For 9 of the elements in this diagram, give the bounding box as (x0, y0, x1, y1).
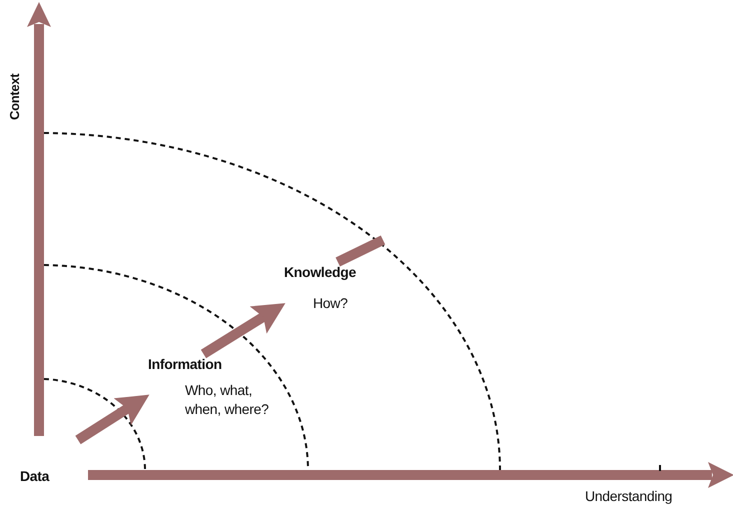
arrow (200, 303, 286, 358)
arrow (75, 394, 150, 444)
axis-label: Context (7, 74, 22, 120)
axis-label: Understanding (585, 488, 672, 504)
stage-heading: Knowledge (284, 264, 357, 280)
stage-heading: Information (148, 356, 223, 372)
stage-question: How? (313, 294, 349, 313)
stage-question: Who, what, when, where? (185, 381, 270, 419)
stage-heading: Data (20, 468, 50, 484)
